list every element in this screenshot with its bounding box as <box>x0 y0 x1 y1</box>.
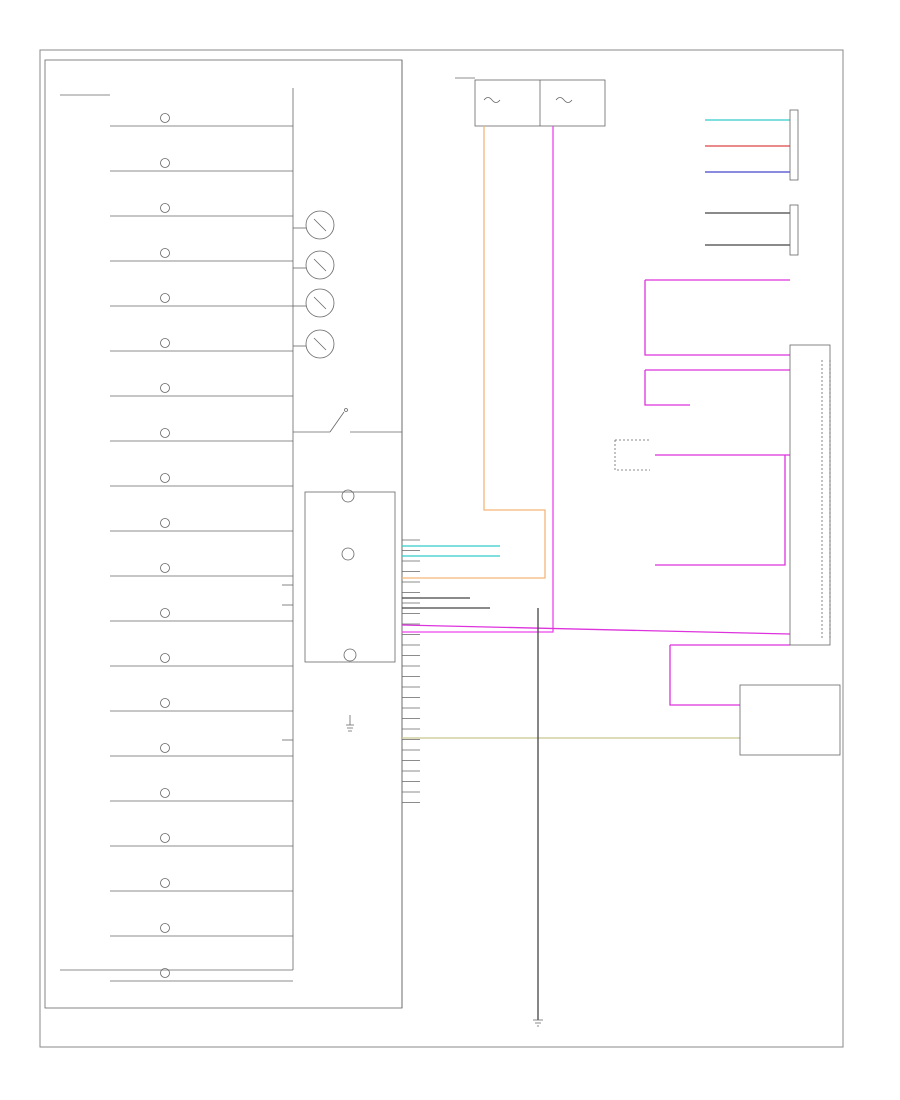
indicator-row <box>110 293 293 307</box>
turn-indicator-frame <box>304 491 396 663</box>
turn-indicator-box <box>304 489 396 663</box>
indicator-row <box>110 518 293 532</box>
indicator-row <box>110 473 293 487</box>
indicator-row <box>110 878 293 892</box>
indicator-rows <box>110 113 293 982</box>
indicator-bulb-icon <box>160 338 170 348</box>
dark-wire-cluster <box>402 597 490 609</box>
turn-left-bulb <box>341 489 355 503</box>
module-ground-icon <box>346 724 354 732</box>
gauge-3-needle <box>313 296 327 310</box>
right-connector-bottom <box>739 684 841 756</box>
indicator-bulb-icon <box>160 203 170 213</box>
indicator-row <box>110 248 293 262</box>
indicator-bulb-icon <box>160 653 170 663</box>
indicator-bulb-icon <box>160 293 170 303</box>
indicator-panel-box <box>44 59 403 1009</box>
pink-feed-wire <box>402 126 554 633</box>
gauge-4-needle <box>313 337 327 351</box>
right-fuse-symbol <box>555 97 573 103</box>
indicator-bulb-icon <box>160 968 170 978</box>
indicator-row <box>110 788 293 802</box>
orange-wire <box>402 126 546 579</box>
indicator-row <box>110 428 293 442</box>
indicator-bulb-icon <box>160 563 170 573</box>
magenta-branch-lower <box>669 644 790 706</box>
indicator-bulb-icon <box>160 248 170 258</box>
magenta-branch-mid <box>644 369 790 406</box>
indicator-bulb-icon <box>160 743 170 753</box>
gauge-2-needle <box>313 258 327 272</box>
gauge-3-dial <box>305 288 335 318</box>
cluster-module <box>346 715 354 732</box>
indicator-row <box>110 653 293 667</box>
illumination-bulb <box>343 648 357 662</box>
indicator-bulb-icon <box>160 473 170 483</box>
switch-contact-lever <box>329 411 345 433</box>
gauge-1-dial <box>305 210 335 240</box>
indicator-panel <box>44 59 403 1009</box>
indicator-bulb-icon <box>160 518 170 528</box>
indicator-bulb-icon <box>160 383 170 393</box>
gauge-3 <box>305 288 335 318</box>
sensor-bracket <box>614 439 650 471</box>
right-connector-ecu <box>789 344 831 646</box>
indicator-bulb-icon <box>160 878 170 888</box>
ground-symbol <box>533 1019 543 1027</box>
indicator-row <box>110 563 293 577</box>
gauge-1 <box>305 210 335 240</box>
indicator-bulb-icon <box>160 833 170 843</box>
gauge-2 <box>305 250 335 280</box>
indicator-row <box>110 338 293 352</box>
indicator-row <box>110 383 293 397</box>
indicator-bulb-icon <box>160 428 170 438</box>
switch-contact-pivot <box>344 408 348 412</box>
indicator-row <box>110 698 293 712</box>
indicator-bulb-icon <box>160 698 170 708</box>
diagram-frame <box>39 49 844 1048</box>
magenta-main-wire <box>401 624 791 635</box>
indicator-bulb-icon <box>160 608 170 618</box>
indicator-row <box>110 608 293 622</box>
right-connectors <box>739 109 841 756</box>
indicator-row <box>110 113 293 127</box>
indicator-row <box>110 203 293 217</box>
indicator-bulb-icon <box>160 788 170 798</box>
indicator-row <box>110 743 293 757</box>
right-connector-top <box>789 109 799 181</box>
indicator-row <box>110 923 293 937</box>
turn-right-bulb <box>341 547 355 561</box>
indicator-row <box>110 968 293 982</box>
gauge-2-dial <box>305 250 335 280</box>
switch-group <box>293 408 402 433</box>
indicator-bulb-icon <box>160 923 170 933</box>
indicator-bulb-icon <box>160 113 170 123</box>
connector-pins <box>402 539 420 803</box>
gauge-4 <box>305 329 335 359</box>
left-fuse-symbol <box>483 97 501 103</box>
gauge-4-dial <box>305 329 335 359</box>
magenta-branch-sensor <box>655 454 790 566</box>
fuse-block <box>455 77 606 127</box>
indicator-row <box>110 158 293 172</box>
magenta-branch-upper <box>644 279 790 356</box>
indicator-bulb-icon <box>160 158 170 168</box>
gauge-1-needle <box>313 218 327 232</box>
gauge-group <box>293 210 335 359</box>
cluster-side-stubs <box>282 584 293 741</box>
right-connector-mid <box>789 204 799 256</box>
indicator-row <box>110 833 293 847</box>
